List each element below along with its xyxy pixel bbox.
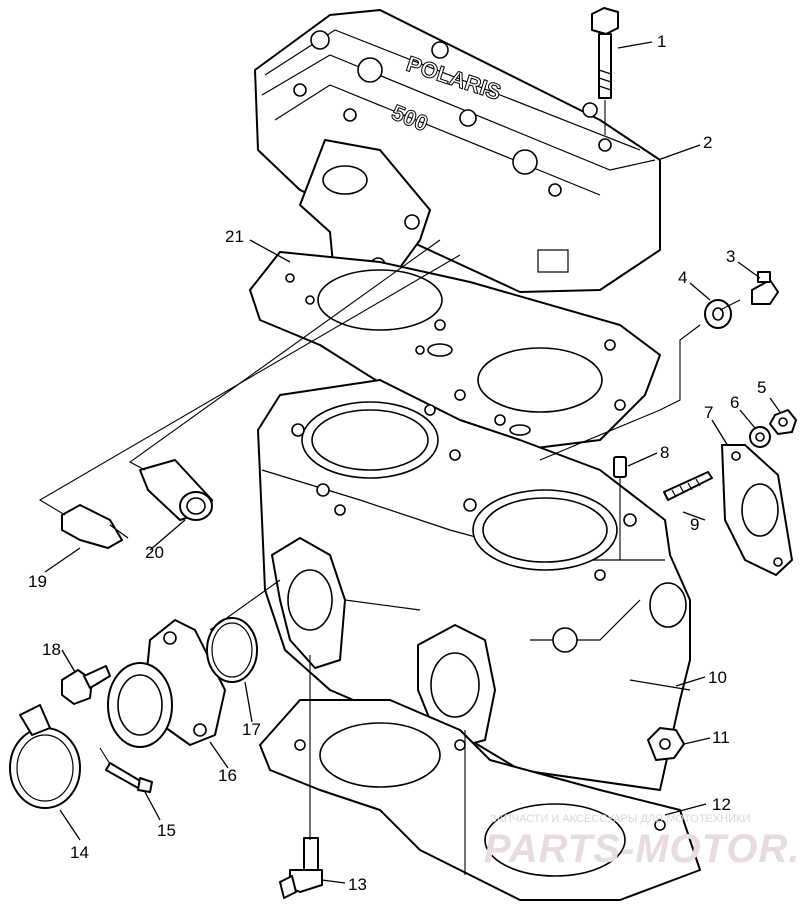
- callout-6: 6: [730, 393, 739, 412]
- callout-3: 3: [726, 247, 735, 266]
- exhaust-gasket: [721, 444, 793, 576]
- callout-8: 8: [660, 443, 669, 462]
- pulse-fitting: [279, 837, 323, 899]
- callout-12: 12: [712, 795, 731, 814]
- lock-washer: [749, 426, 771, 448]
- callout-1: 1: [657, 32, 666, 51]
- clamp-screw: [105, 762, 153, 793]
- flange-nut: [647, 727, 685, 761]
- hose-clamp: [9, 704, 81, 809]
- exhaust-stud: [663, 471, 713, 501]
- temperature-sensor: [61, 504, 129, 549]
- dowel-pin: [613, 456, 627, 478]
- callout-4: 4: [678, 268, 687, 287]
- exhaust-nut: [769, 409, 797, 435]
- watermark-brand: PARTS-MOTOR.RU: [484, 827, 800, 871]
- callout-21: 21: [225, 227, 244, 246]
- leader-lines: [44, 41, 781, 884]
- watermark: ЗАПЧАСТИ И АКСЕССУАРЫ ДЛЯ МОТОТЕХНИКИ PA…: [484, 813, 800, 871]
- callout-5: 5: [757, 378, 766, 397]
- head-gasket: [249, 251, 661, 451]
- callout-15: 15: [157, 821, 176, 840]
- callout-2: 2: [703, 133, 712, 152]
- callout-10: 10: [708, 668, 727, 687]
- bleeder-screw: [751, 271, 779, 305]
- callout-16: 16: [218, 766, 237, 785]
- sealing-washer: [704, 299, 732, 329]
- water-sleeve: [139, 459, 213, 521]
- callout-20: 20: [145, 543, 164, 562]
- cylinder-head-cover: POLARIS 500: [254, 9, 661, 293]
- callout-14: 14: [70, 843, 89, 862]
- cylinder-block: [257, 379, 691, 791]
- head-bolt: [591, 7, 619, 99]
- alignment-lines: [38, 100, 741, 875]
- callout-labels: 1 2 3 4 5 6 7 8 9 10 11 12 13 14 15 16 1…: [28, 32, 766, 894]
- o-ring: [206, 617, 258, 683]
- callout-18: 18: [42, 640, 61, 659]
- intake-flange: [107, 619, 226, 748]
- callout-19: 19: [28, 572, 47, 591]
- callout-13: 13: [348, 875, 367, 894]
- flange-bolt: [61, 665, 111, 705]
- base-gasket: [259, 699, 701, 901]
- callout-17: 17: [242, 720, 261, 739]
- watermark-subtitle: ЗАПЧАСТИ И АКСЕССУАРЫ ДЛЯ МОТОТЕХНИКИ: [490, 813, 750, 825]
- callout-7: 7: [704, 403, 713, 422]
- callout-9: 9: [690, 515, 699, 534]
- callout-11: 11: [712, 728, 730, 747]
